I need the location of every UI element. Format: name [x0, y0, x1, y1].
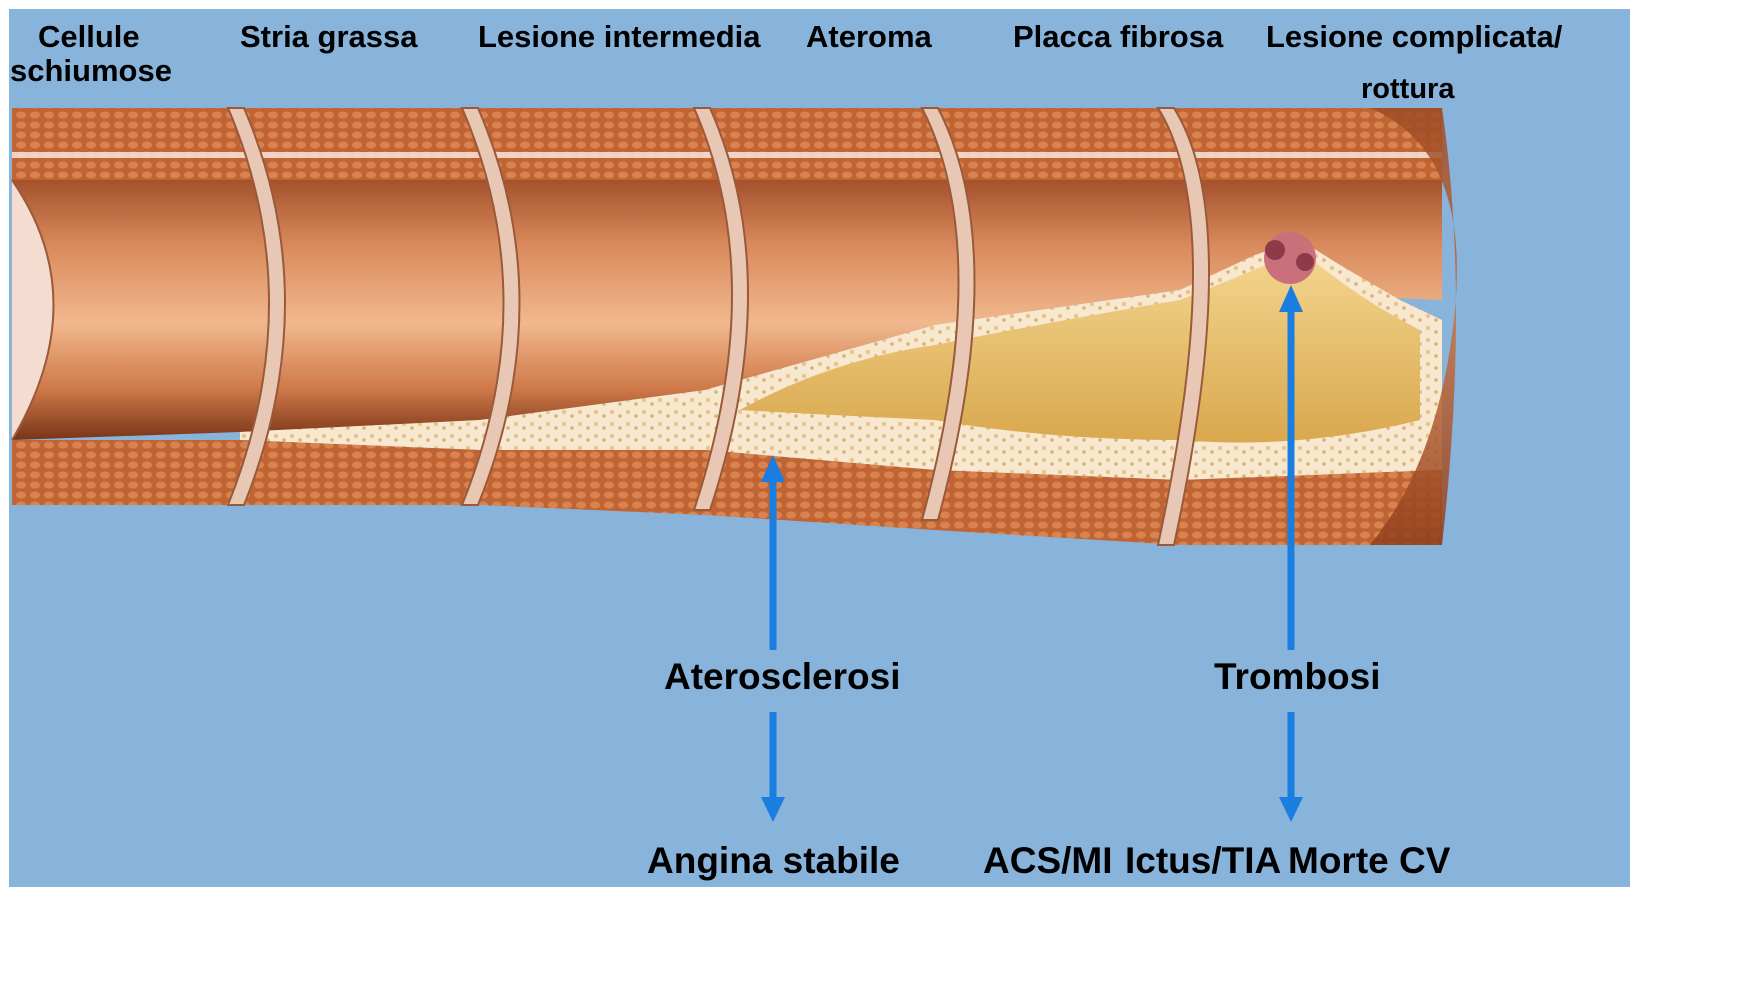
stage-label-intermediate-lesion: Lesione intermedia: [478, 18, 761, 55]
stage-label-fatty-streak: Stria grassa: [240, 18, 418, 55]
process-atherosclerosis: Aterosclerosi: [664, 656, 901, 698]
stage-label-fibrous-plaque: Placca fibrosa: [1013, 18, 1223, 55]
stage-label-atheroma: Ateroma: [806, 18, 932, 55]
stage-label-foam-cells-line2: schiumose: [10, 52, 172, 89]
process-thrombosis: Trombosi: [1214, 656, 1381, 698]
outcome-acs-mi: ACS/MI: [983, 840, 1113, 882]
stage-label-complicated-lesion: Lesione complicata/: [1266, 18, 1562, 55]
outcome-stable-angina: Angina stabile: [647, 840, 900, 882]
stage-label-foam-cells: Cellule: [38, 18, 140, 55]
outcome-stroke-tia: Ictus/TIA: [1125, 840, 1281, 882]
stage-label-complicated-lesion-line2: rottura: [1361, 72, 1454, 107]
outcome-cv-death: Morte CV: [1288, 840, 1450, 882]
